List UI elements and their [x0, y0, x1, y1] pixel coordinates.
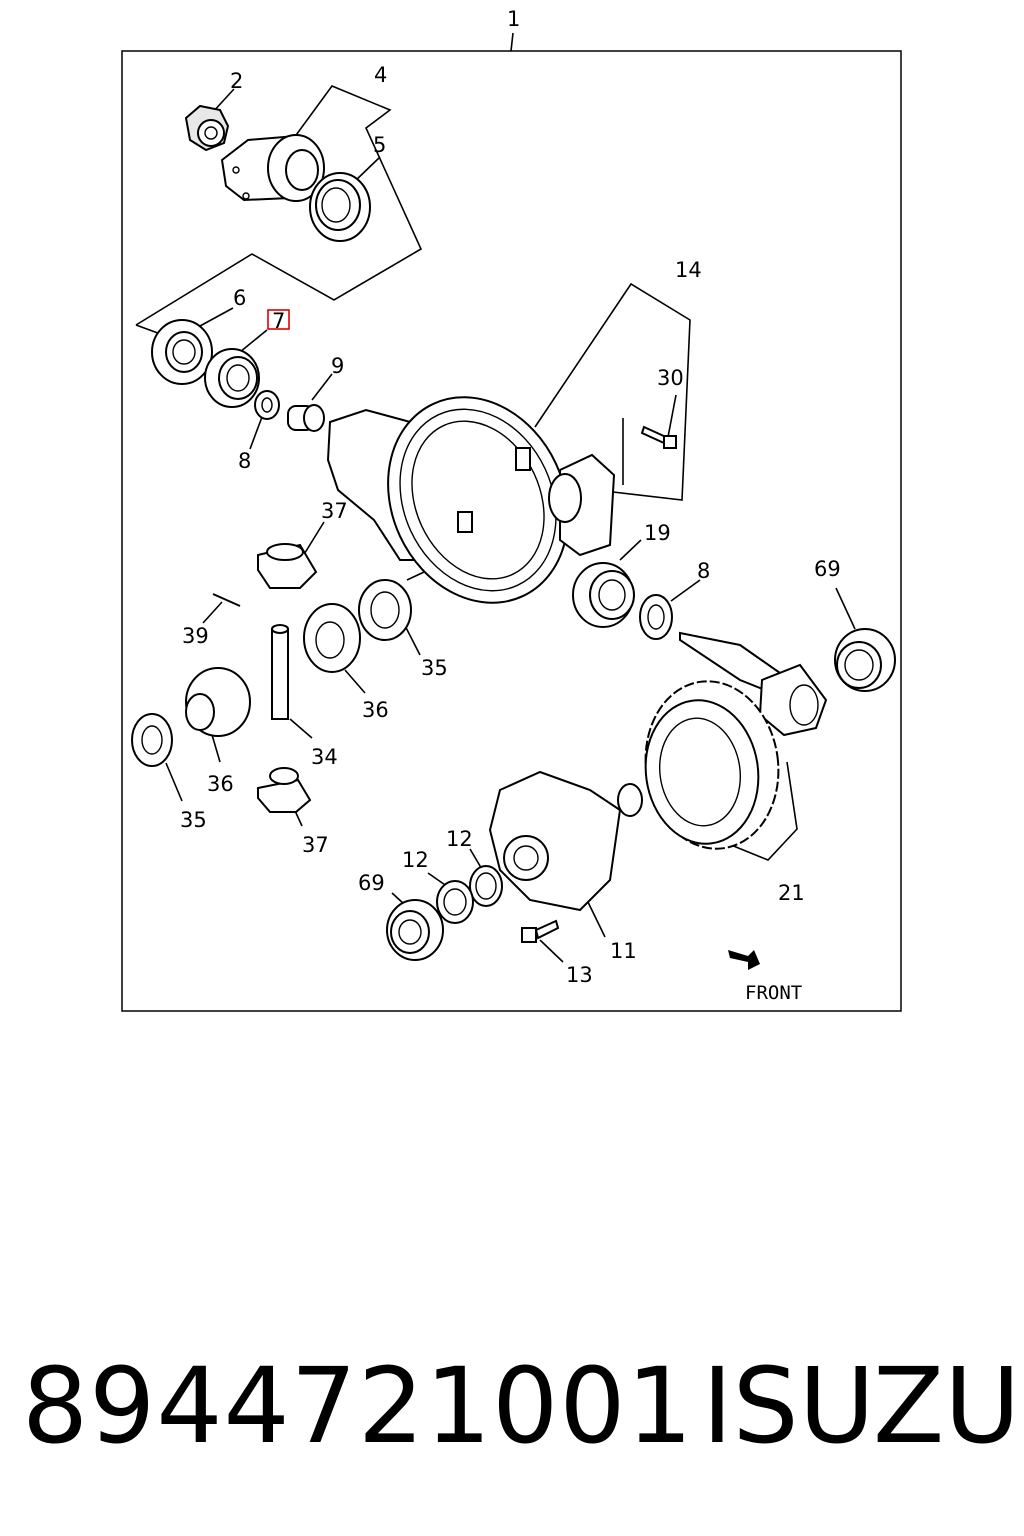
callout-34: 34 [311, 745, 338, 769]
callout-12-left: 12 [402, 848, 429, 872]
callout-37-top: 37 [321, 499, 348, 523]
callout-6: 6 [233, 286, 246, 310]
exploded-parts-diagram: 1 2 4 5 6 7 8 9 14 30 19 8 69 37 39 35 3… [121, 7, 902, 1012]
callout-35-left: 35 [180, 808, 207, 832]
callout-8-right: 8 [697, 559, 710, 583]
callout-36-right: 36 [362, 698, 389, 722]
seal-part [309, 172, 371, 242]
callout-21: 21 [778, 881, 805, 905]
bearing-part-69 [834, 628, 896, 692]
brand-name: ISUZU [702, 1345, 1021, 1467]
side-pinion-bottom [257, 767, 312, 813]
nut-part [184, 104, 230, 152]
callout-37-bottom: 37 [302, 833, 329, 857]
callout-2: 2 [230, 69, 243, 93]
bearing-outer-part [151, 319, 213, 385]
callout-39: 39 [182, 624, 209, 648]
callout-14: 14 [675, 258, 702, 282]
pinion-gear-part [679, 631, 828, 737]
front-arrow-icon [728, 950, 760, 970]
leader-lines [165, 88, 856, 963]
callout-7: 7 [272, 309, 285, 333]
callout-1: 1 [507, 7, 520, 31]
differential-case-part [488, 770, 643, 912]
callout-4: 4 [374, 63, 387, 87]
washer-part [254, 390, 280, 420]
bearing-part [204, 348, 260, 408]
bolt-part [640, 425, 677, 449]
bolt-part-13 [521, 919, 560, 943]
cross-shaft-part [271, 624, 289, 720]
thrust-washer-part-2 [131, 713, 173, 767]
side-pinion-top [257, 543, 318, 589]
callout-36-left: 36 [207, 772, 234, 796]
flange-part [220, 134, 325, 202]
side-gear-part-2 [185, 667, 251, 737]
spacer-part [287, 404, 325, 432]
callout-11: 11 [610, 939, 637, 963]
footer: 8944721001 ISUZU [0, 1345, 1024, 1475]
differential-carrier-housing [326, 396, 616, 604]
callout-30: 30 [657, 366, 684, 390]
side-gear-part [303, 603, 361, 673]
part-number: 8944721001 [22, 1345, 694, 1467]
callout-19: 19 [644, 521, 671, 545]
front-label: FRONT [745, 982, 802, 1004]
callout-9: 9 [331, 354, 344, 378]
callout-5: 5 [373, 133, 386, 157]
callout-69-bottom: 69 [358, 871, 385, 895]
bearing-part-19 [572, 562, 635, 628]
bearing-part-69-b [386, 899, 444, 961]
callout-13: 13 [566, 963, 593, 987]
callout-7-highlight [267, 309, 290, 330]
callout-35-right: 35 [421, 656, 448, 680]
ring-gear-part [644, 680, 780, 850]
callout-12-right: 12 [446, 827, 473, 851]
callout-69-right: 69 [814, 557, 841, 581]
callout-8-left: 8 [238, 449, 251, 473]
thrust-washer-part [358, 579, 412, 641]
